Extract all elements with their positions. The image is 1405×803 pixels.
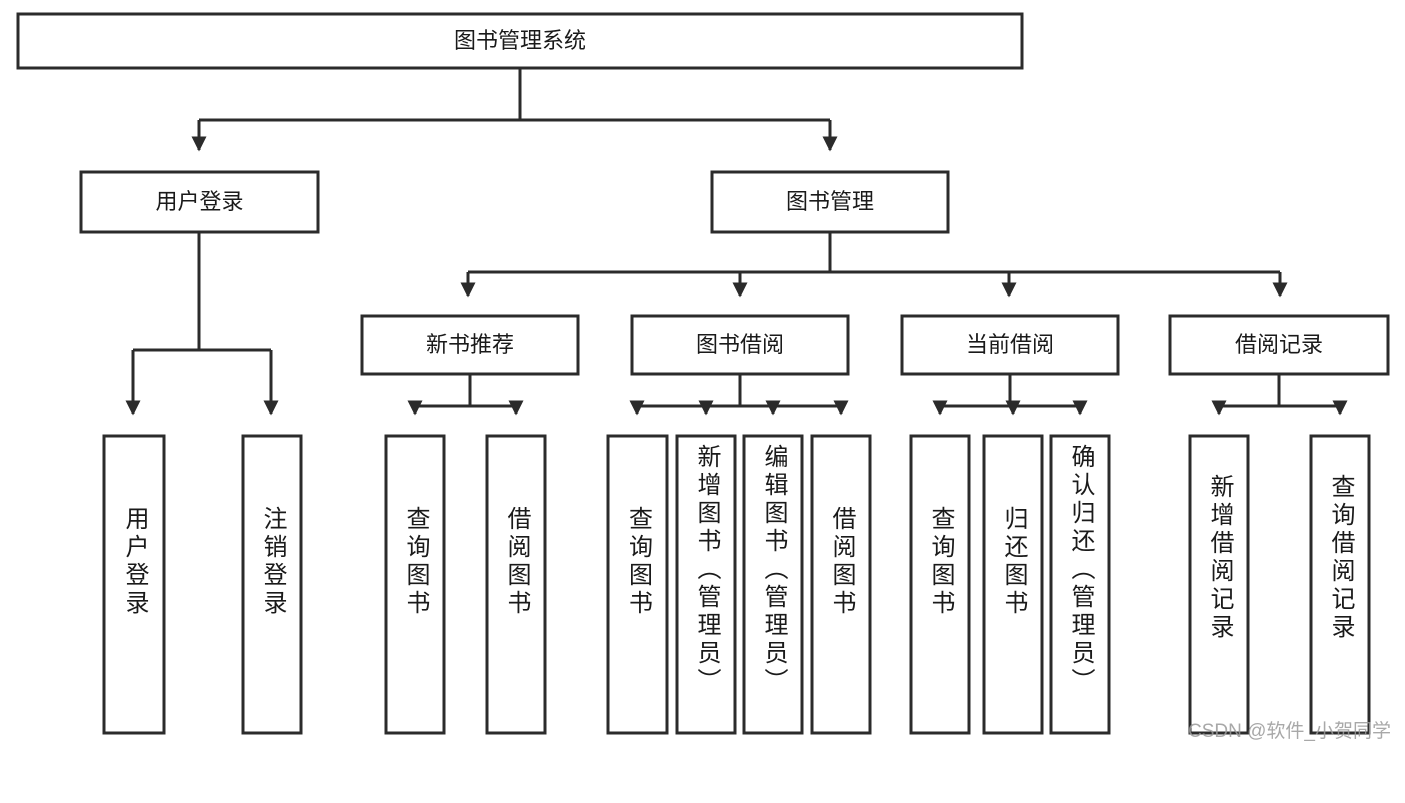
connector-root-to-level2 [191, 68, 838, 152]
leaf-box-add-borrow-record[interactable] [1188, 434, 1250, 735]
leaf-box-query-book-rec[interactable] [384, 434, 446, 735]
node-book-borrow-label: 图书借阅 [696, 332, 784, 357]
org-chart-diagram: 图书管理系统 用户登录 图书管理 新书推荐 图书借阅 [16, 12, 1390, 735]
node-root[interactable]: 图书管理系统 [16, 12, 1024, 70]
leaf-box-edit-book-admin[interactable] [742, 434, 804, 735]
node-current-borrow[interactable]: 当前借阅 [900, 314, 1120, 376]
leaf-box-logout[interactable] [241, 434, 303, 735]
node-borrow-record-label: 借阅记录 [1235, 332, 1323, 357]
node-new-book-recommend-label: 新书推荐 [426, 332, 514, 357]
node-user-login-label: 用户登录 [155, 189, 243, 214]
connector-book-management-to-level3 [460, 232, 1288, 298]
connector-user-login-to-leaves [125, 232, 279, 416]
node-user-login-box[interactable] [79, 170, 320, 234]
leaf-boxes [102, 434, 1371, 735]
node-current-borrow-box[interactable] [900, 314, 1120, 376]
leaf-box-query-book-borrow[interactable] [606, 434, 669, 735]
leaf-box-borrow-book[interactable] [810, 434, 872, 735]
node-book-management[interactable]: 图书管理 [710, 170, 950, 234]
node-root-label: 图书管理系统 [454, 28, 586, 53]
node-new-book-recommend-box[interactable] [360, 314, 580, 376]
connector-current-borrow-to-leaves [932, 374, 1088, 416]
node-root-box[interactable] [16, 12, 1024, 70]
node-borrow-record[interactable]: 借阅记录 [1168, 314, 1390, 376]
leaf-box-query-borrow-record[interactable] [1309, 434, 1371, 735]
connector-book-borrow-to-leaves [629, 374, 849, 416]
node-current-borrow-label: 当前借阅 [966, 332, 1054, 357]
node-new-book-recommend[interactable]: 新书推荐 [360, 314, 580, 376]
leaf-box-user-login[interactable] [102, 434, 166, 735]
leaf-box-return-book[interactable] [982, 434, 1044, 735]
node-book-borrow[interactable]: 图书借阅 [630, 314, 850, 376]
leaf-box-confirm-return-admin[interactable] [1049, 434, 1111, 735]
leaf-box-borrow-book-rec[interactable] [485, 434, 547, 735]
node-book-management-label: 图书管理 [786, 189, 874, 214]
leaf-box-add-book-admin[interactable] [675, 434, 737, 735]
connector-borrow-record-to-leaves [1211, 374, 1348, 416]
leaf-box-query-book-current[interactable] [909, 434, 971, 735]
node-user-login[interactable]: 用户登录 [79, 170, 320, 234]
connector-new-book-recommend-to-leaves [407, 374, 524, 416]
